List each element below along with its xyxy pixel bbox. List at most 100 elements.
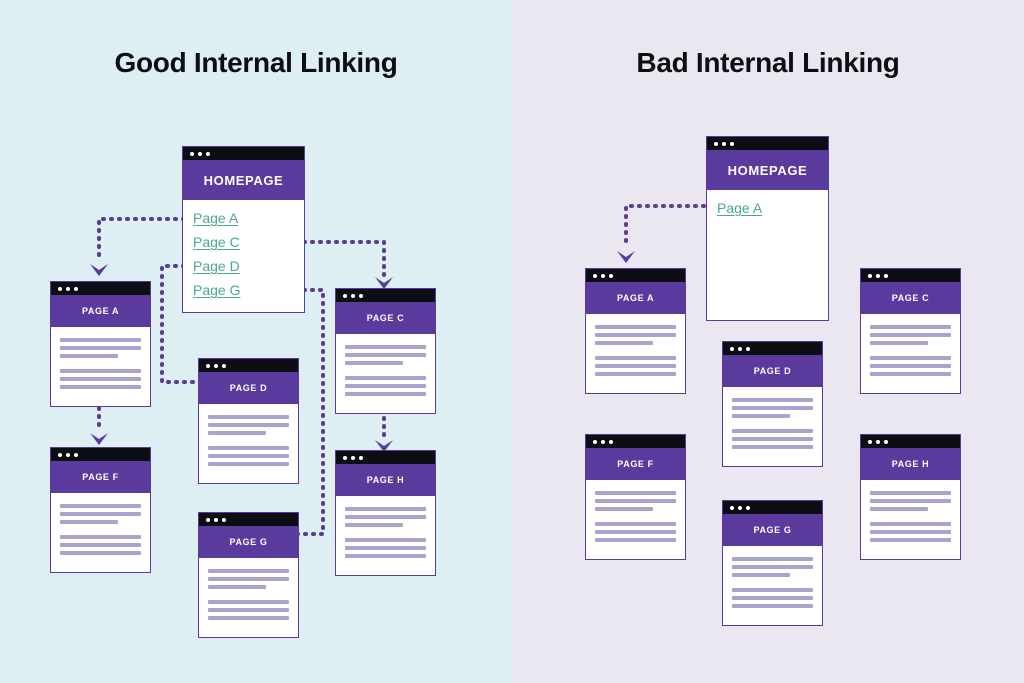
link-page-a[interactable]: Page A — [193, 210, 239, 226]
text-line — [60, 512, 141, 516]
card-body — [199, 404, 298, 483]
window-dot-icon — [214, 517, 218, 522]
window-dot-icon — [722, 141, 726, 146]
text-line — [732, 557, 813, 561]
text-line — [345, 384, 426, 388]
bad-card-page-g[interactable]: PAGE G — [722, 500, 823, 626]
window-dot-icon — [868, 273, 872, 278]
text-line — [208, 446, 289, 450]
card-header-label: HOMEPAGE — [183, 160, 304, 200]
text-line — [345, 345, 426, 349]
link-page-c[interactable]: Page C — [193, 234, 240, 250]
text-line — [345, 376, 426, 380]
titlebar — [586, 435, 685, 448]
card-header-label: PAGE F — [51, 461, 150, 493]
good-card-page-a[interactable]: PAGE A — [50, 281, 151, 407]
window-dot-icon — [66, 452, 70, 457]
card-body — [336, 496, 435, 575]
window-dot-icon — [868, 439, 872, 444]
window-dot-icon — [206, 517, 210, 522]
window-dot-icon — [58, 286, 62, 291]
window-dot-icon — [351, 293, 355, 298]
text-line — [870, 491, 951, 495]
good-card-page-g[interactable]: PAGE G — [198, 512, 299, 638]
paragraph-gap — [732, 581, 813, 588]
text-line — [345, 538, 426, 542]
window-dot-icon — [609, 273, 613, 278]
text-line — [870, 530, 951, 534]
window-dot-icon — [74, 452, 78, 457]
text-line — [345, 392, 426, 396]
text-line — [870, 507, 929, 511]
text-line — [208, 462, 289, 466]
window-dot-icon — [58, 452, 62, 457]
card-header-label: PAGE D — [723, 355, 822, 387]
card-header-label: PAGE C — [336, 302, 435, 334]
window-dot-icon — [601, 273, 605, 278]
paragraph-gap — [208, 593, 289, 600]
text-line — [345, 523, 404, 527]
window-dot-icon — [730, 505, 734, 510]
titlebar — [199, 513, 298, 526]
good-card-page-h[interactable]: PAGE H — [335, 450, 436, 576]
link-page-a[interactable]: Page A — [717, 200, 763, 216]
card-header-label: PAGE G — [723, 514, 822, 546]
titlebar — [199, 359, 298, 372]
text-line — [870, 538, 951, 542]
bad-card-page-h[interactable]: PAGE H — [860, 434, 961, 560]
bad-card-page-f[interactable]: PAGE F — [585, 434, 686, 560]
text-line — [208, 616, 289, 620]
text-line — [60, 377, 141, 381]
text-line — [870, 364, 951, 368]
good-card-page-d[interactable]: PAGE D — [198, 358, 299, 484]
text-line — [595, 499, 676, 503]
paragraph-gap — [60, 362, 141, 369]
window-dot-icon — [359, 293, 363, 298]
text-line — [345, 507, 426, 511]
card-body — [51, 493, 150, 572]
window-dot-icon — [198, 151, 202, 156]
bad-card-page-c[interactable]: PAGE C — [860, 268, 961, 394]
window-dot-icon — [593, 439, 597, 444]
titlebar — [336, 289, 435, 302]
text-line — [595, 356, 676, 360]
card-header-label: PAGE G — [199, 526, 298, 558]
text-line — [345, 361, 404, 365]
text-line — [60, 535, 141, 539]
text-line — [208, 608, 289, 612]
good-homepage-card[interactable]: HOMEPAGE Page A Page C Page D Page G — [182, 146, 305, 313]
conn-home-pagea — [97, 217, 186, 263]
text-line — [732, 596, 813, 600]
window-dot-icon — [746, 346, 750, 351]
window-dot-icon — [876, 439, 880, 444]
text-line — [870, 522, 951, 526]
card-body — [199, 558, 298, 637]
text-line — [345, 515, 426, 519]
text-line — [870, 372, 951, 376]
titlebar — [51, 448, 150, 461]
card-body — [586, 314, 685, 393]
paragraph-gap — [60, 528, 141, 535]
text-line — [732, 588, 813, 592]
text-line — [208, 585, 267, 589]
titlebar — [51, 282, 150, 295]
text-line — [595, 325, 676, 329]
bad-card-page-a[interactable]: PAGE A — [585, 268, 686, 394]
titlebar — [861, 435, 960, 448]
text-line — [595, 372, 676, 376]
card-header-label: PAGE H — [336, 464, 435, 496]
text-line — [208, 454, 289, 458]
bad-homepage-card[interactable]: HOMEPAGE Page A — [706, 136, 829, 321]
good-card-page-f[interactable]: PAGE F — [50, 447, 151, 573]
window-dot-icon — [738, 505, 742, 510]
conn-home-paged — [160, 264, 201, 384]
text-line — [595, 491, 676, 495]
bad-card-page-d[interactable]: PAGE D — [722, 341, 823, 467]
card-body — [861, 480, 960, 559]
card-header-label: PAGE C — [861, 282, 960, 314]
link-page-d[interactable]: Page D — [193, 258, 240, 274]
text-line — [345, 554, 426, 558]
paragraph-gap — [870, 349, 951, 356]
link-page-g[interactable]: Page G — [193, 282, 241, 298]
good-card-page-c[interactable]: PAGE C — [335, 288, 436, 414]
